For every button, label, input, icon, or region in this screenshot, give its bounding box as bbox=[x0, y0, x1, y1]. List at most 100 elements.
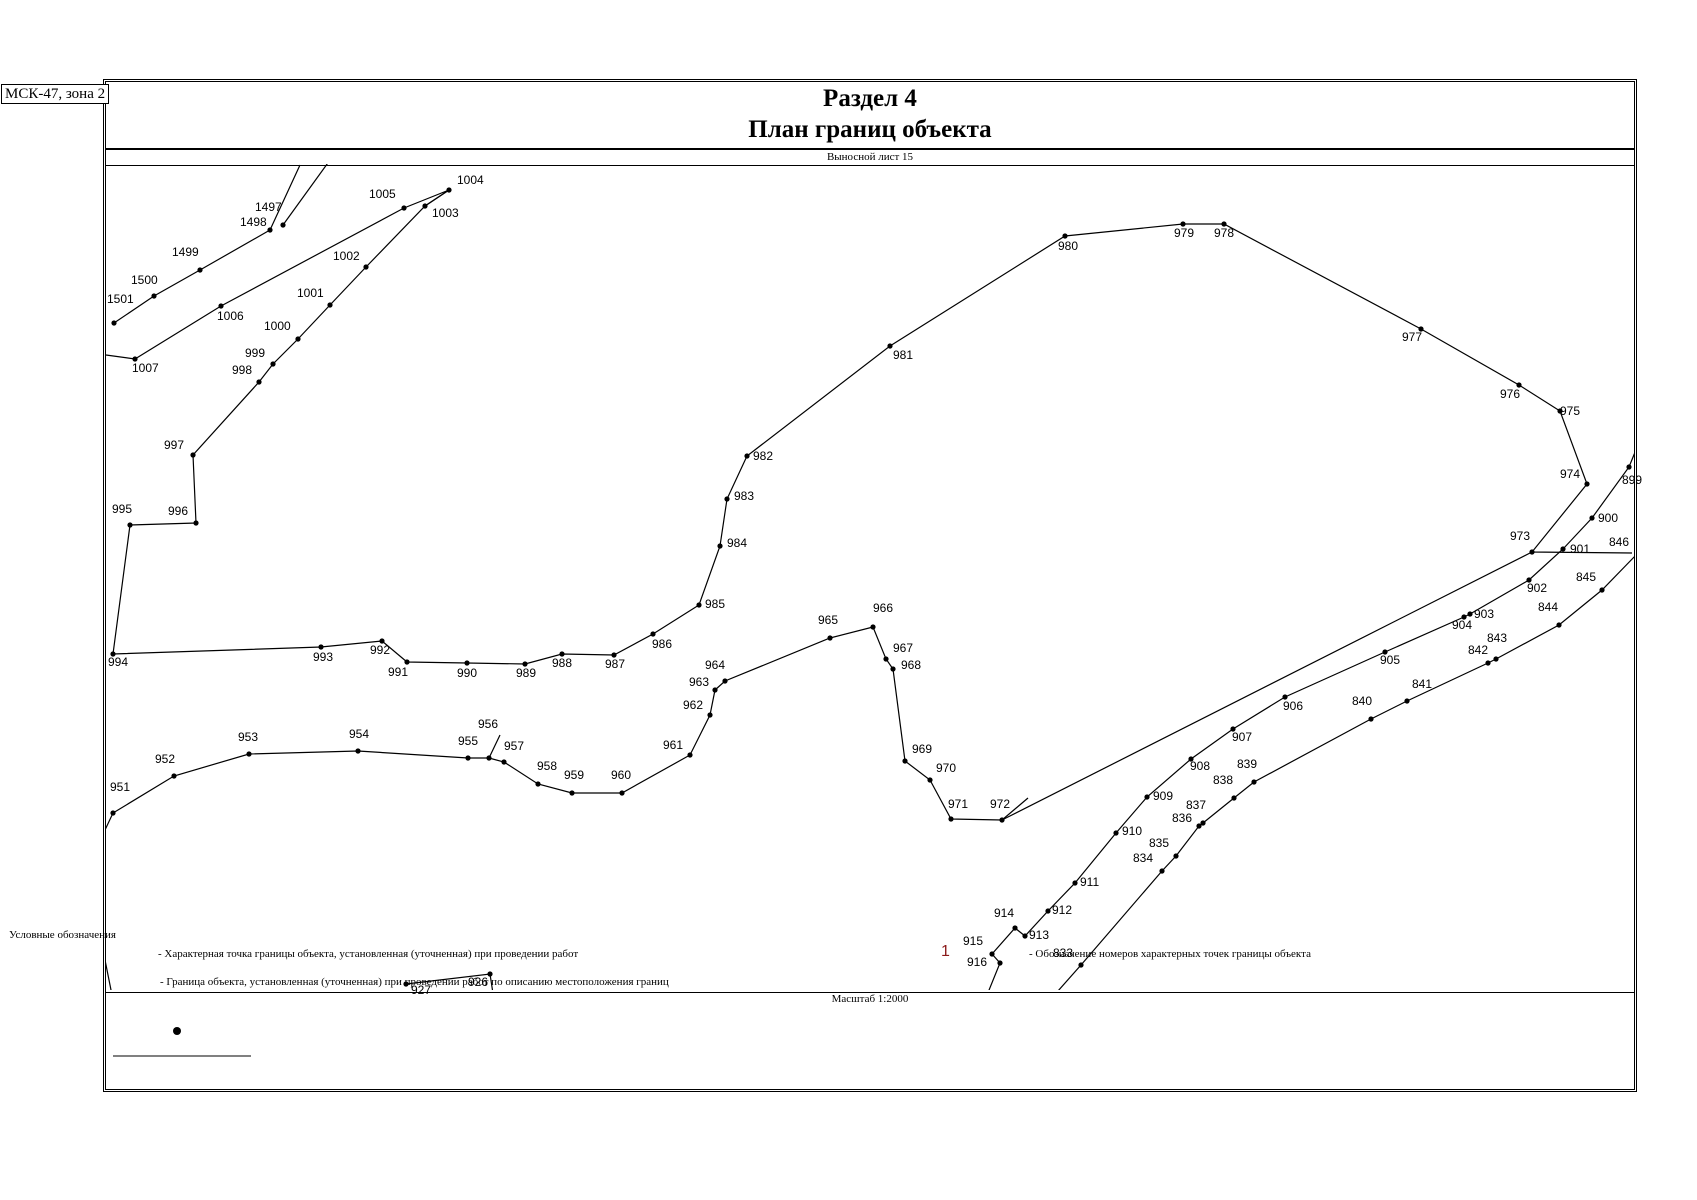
section-title: Раздел 4 bbox=[823, 85, 917, 112]
point-label: 973 bbox=[1510, 529, 1530, 543]
boundary-point bbox=[1251, 779, 1257, 785]
boundary-point bbox=[1557, 408, 1563, 414]
point-label: 899 bbox=[1622, 473, 1642, 487]
boundary-point bbox=[989, 951, 995, 957]
point-label: 977 bbox=[1402, 330, 1422, 344]
point-label: 998 bbox=[232, 363, 252, 377]
point-label: 904 bbox=[1452, 618, 1472, 632]
point-label: 963 bbox=[689, 675, 709, 689]
boundary-point bbox=[927, 777, 933, 783]
boundary-point bbox=[717, 543, 723, 549]
boundary-point bbox=[111, 320, 117, 326]
legend-divider bbox=[106, 992, 1634, 993]
point-label: 969 bbox=[912, 742, 932, 756]
point-label: 845 bbox=[1576, 570, 1596, 584]
boundary-point bbox=[1173, 853, 1179, 859]
point-label: 833 bbox=[1053, 946, 1073, 960]
boundary-point bbox=[1599, 587, 1605, 593]
boundary-point bbox=[1526, 577, 1532, 583]
point-label: 983 bbox=[734, 489, 754, 503]
boundary-point bbox=[1461, 614, 1467, 620]
boundary-point bbox=[707, 712, 713, 718]
boundary-point bbox=[1230, 726, 1236, 732]
boundary-point bbox=[270, 361, 276, 367]
boundary-point bbox=[1221, 221, 1227, 227]
boundary-point bbox=[110, 810, 116, 816]
point-label: 916 bbox=[967, 955, 987, 969]
point-label: 902 bbox=[1527, 581, 1547, 595]
boundary-point bbox=[465, 755, 471, 761]
boundary-point bbox=[280, 222, 286, 228]
point-label: 908 bbox=[1190, 759, 1210, 773]
boundary-point bbox=[1485, 660, 1491, 666]
point-label: 951 bbox=[110, 780, 130, 794]
boundary-line bbox=[1058, 555, 1635, 990]
legend-point-desc: - Характерная точка границы объекта, уст… bbox=[158, 948, 579, 960]
point-label: 906 bbox=[1283, 699, 1303, 713]
boundary-point bbox=[535, 781, 541, 787]
boundary-point bbox=[1231, 795, 1237, 801]
boundary-point bbox=[1418, 326, 1424, 332]
point-label: 988 bbox=[552, 656, 572, 670]
point-label: 982 bbox=[753, 449, 773, 463]
point-label: 835 bbox=[1149, 836, 1169, 850]
point-label: 1004 bbox=[457, 173, 484, 187]
boundary-point bbox=[1529, 549, 1535, 555]
point-label: 972 bbox=[990, 797, 1010, 811]
boundary-point bbox=[127, 522, 133, 528]
boundary-point bbox=[1516, 382, 1522, 388]
boundary-point bbox=[696, 602, 702, 608]
point-label: 993 bbox=[313, 650, 333, 664]
point-label: 836 bbox=[1172, 811, 1192, 825]
boundary-point bbox=[1200, 820, 1206, 826]
boundary-point bbox=[948, 816, 954, 822]
point-label: 958 bbox=[537, 759, 557, 773]
point-label: 1007 bbox=[132, 361, 159, 375]
boundary-point bbox=[151, 293, 157, 299]
point-label: 909 bbox=[1153, 789, 1173, 803]
boundary-point bbox=[1493, 656, 1499, 662]
boundary-point bbox=[218, 303, 224, 309]
boundary-point bbox=[486, 755, 492, 761]
point-label: 968 bbox=[901, 658, 921, 672]
point-label: 838 bbox=[1213, 773, 1233, 787]
boundary-point bbox=[501, 759, 507, 765]
boundary-point bbox=[827, 635, 833, 641]
boundary-point bbox=[1072, 880, 1078, 886]
point-label: 961 bbox=[663, 738, 683, 752]
point-label: 915 bbox=[963, 934, 983, 948]
boundary-line bbox=[269, 164, 301, 231]
point-label: 903 bbox=[1474, 607, 1494, 621]
boundary-line bbox=[1001, 551, 1533, 821]
legend-number-sample: 1 bbox=[941, 943, 950, 960]
point-label: 956 bbox=[478, 717, 498, 731]
boundary-point bbox=[1382, 649, 1388, 655]
boundary-point bbox=[401, 205, 407, 211]
boundary-point bbox=[1634, 552, 1635, 556]
point-label: 967 bbox=[893, 641, 913, 655]
point-label: 978 bbox=[1214, 226, 1234, 240]
boundary-point bbox=[487, 971, 493, 977]
point-label: 964 bbox=[705, 658, 725, 672]
boundary-point bbox=[887, 343, 893, 349]
legend-line-symbol bbox=[113, 1055, 251, 1057]
point-label: 837 bbox=[1186, 798, 1206, 812]
boundary-point bbox=[1404, 698, 1410, 704]
boundary-point bbox=[559, 651, 565, 657]
boundary-point bbox=[902, 758, 908, 764]
boundary-point bbox=[744, 453, 750, 459]
boundary-point bbox=[1467, 611, 1473, 617]
boundary-point bbox=[1012, 925, 1018, 931]
point-label: 842 bbox=[1468, 643, 1488, 657]
point-label: 912 bbox=[1052, 903, 1072, 917]
boundary-point bbox=[404, 659, 410, 665]
point-label: 974 bbox=[1560, 467, 1580, 481]
boundary-point bbox=[1113, 830, 1119, 836]
boundary-point bbox=[890, 666, 896, 672]
point-label: 991 bbox=[388, 665, 408, 679]
point-label: 954 bbox=[349, 727, 369, 741]
point-label: 927 bbox=[411, 983, 431, 997]
zone-label: МСК-47, зона 2 bbox=[1, 84, 110, 104]
boundary-point bbox=[1062, 233, 1068, 239]
